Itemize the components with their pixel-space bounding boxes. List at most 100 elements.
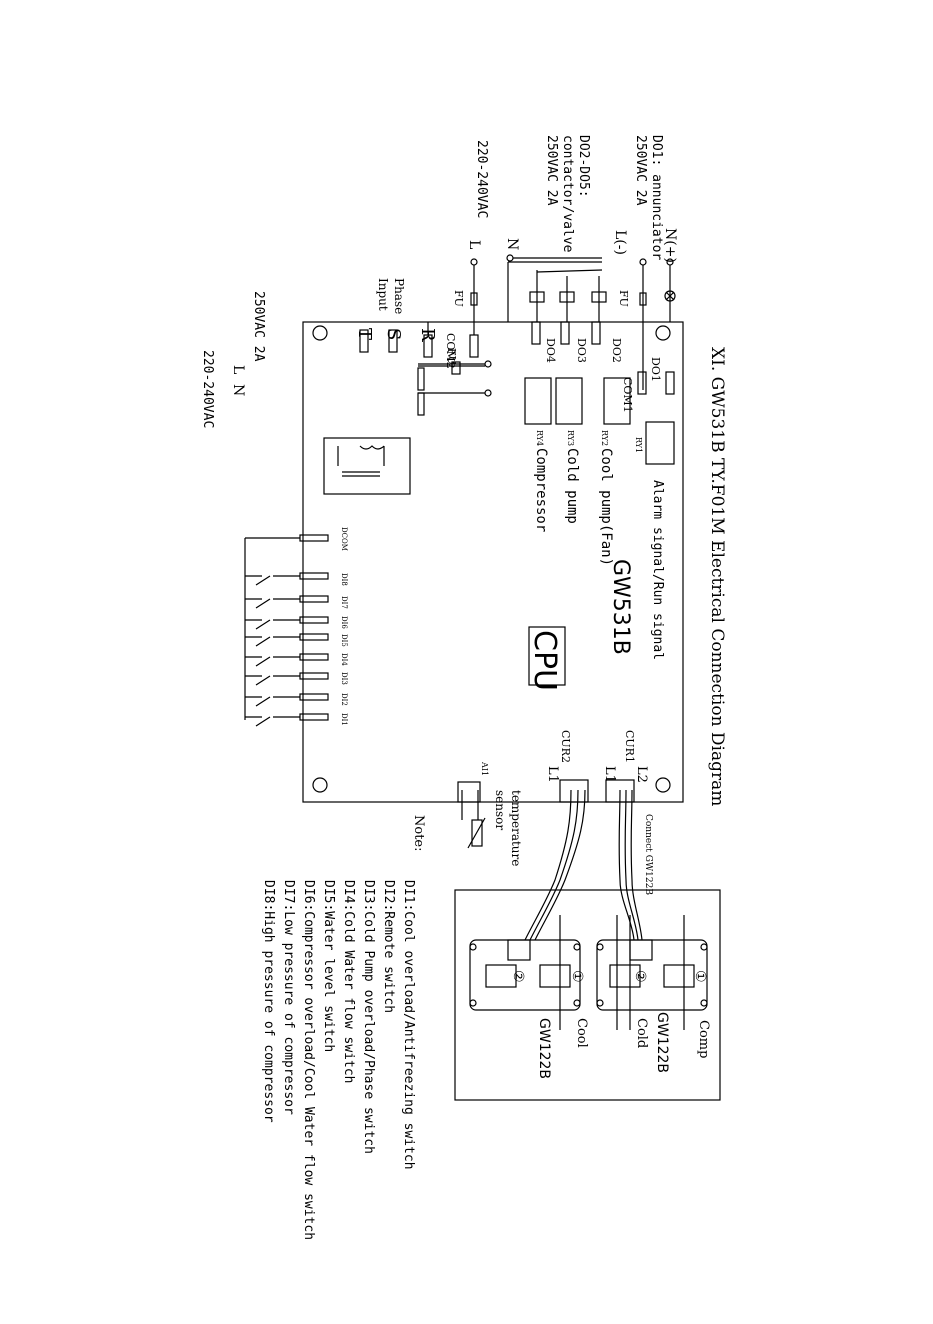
module-top-label1: Comp [696,1020,711,1058]
lamp-icon [664,290,676,302]
rotated-content: XI. GW531B TY.F01M Electrical Connection… [200,135,727,1240]
note-item: DI3:Cold Pump overload/Phase switch [361,880,376,1154]
phase-t: T [354,328,375,340]
do25-rating: 250VAC 2A [544,135,559,206]
n-label: N [504,238,520,250]
ai1-label: AI1 [480,761,489,776]
diagram-title: XI. GW531B TY.F01M Electrical Connection… [707,347,727,806]
l1-label: L1 [602,766,617,783]
fuse [451,361,461,375]
di7-label: DI7 [340,596,348,609]
relay-cold [555,377,583,425]
dcom-label: DCOM [340,527,348,551]
alarm-relay-label: RY1 [634,437,643,453]
di8-label: DI8 [340,573,348,586]
cur2-label: CUR2 [559,730,572,763]
relay-fan [603,377,631,425]
fan-relay-label: RY2 [600,430,609,446]
phase-fu: FU [445,348,458,365]
terminal-com1 [637,371,647,395]
terminal-s [388,329,398,353]
ai1-connector [457,781,481,803]
mount-hole [655,777,671,793]
phase-r: R [417,328,438,342]
fu-label: FU [452,290,465,307]
l-minus-label: L(-) [612,230,628,255]
terminal-do2 [591,321,601,345]
board-model: GW531B [608,559,633,655]
terminal-t [359,329,369,353]
cold-relay-label: RY3 [566,430,575,446]
do2-label: DO2 [610,338,623,363]
transformer [323,437,411,495]
note-item: DI4:Cold Water flow switch [341,880,356,1084]
mount-hole [312,325,328,341]
connect-label: Connect GW122B [643,814,653,895]
module-top-name: GW122B [654,1012,670,1073]
phase-label2: Input [376,278,390,311]
n-plus-label: N(+) [662,228,678,263]
cold-label: Cold pump [564,448,580,524]
note-item: DI8:High pressure of compressor [261,880,276,1123]
comp-label: Compressor [533,448,549,532]
relay-coil [591,291,607,303]
di1-label: DI1 [340,713,348,726]
module-two: ② [632,970,648,983]
cpu-chip [528,626,566,686]
sensor-label: temperature [509,790,523,866]
module-one: ① [569,970,585,983]
mount-hole [655,325,671,341]
phase-n: N [230,384,246,396]
l1-label: L1 [545,766,560,783]
phase-label: Phase [392,278,406,314]
l-label: L [466,240,482,249]
sensor-label2: sensor [493,790,507,830]
di2-label: DI2 [340,693,348,706]
phase-supply: 220-240VAC [200,350,215,428]
com2-label: COM2 [444,333,457,369]
l2-label: L2 [634,766,649,783]
relay-coil [559,291,575,303]
cur2-connector [559,779,589,803]
notes-heading: Note: [411,815,426,852]
do3-label: DO3 [575,338,588,363]
alarm-label: Alarm signal/Run signal [650,480,665,660]
module-two: ② [510,970,526,983]
phase-s: S [383,328,404,340]
di6-label: DI6 [340,616,348,629]
di4-label: DI4 [340,653,348,666]
note-item: DI6:Compressor overload/Cool Water flow … [301,880,316,1240]
phase-l: L [230,365,246,374]
module-bottom-name: GW122B [536,1018,552,1079]
mount-hole [312,777,328,793]
terminal-com2 [469,334,479,358]
supply-label: 220-240VAC [474,140,489,218]
phase-rating: 250VAC 2A [251,291,266,362]
relay-coil [529,291,545,303]
note-item: DI5:Water level switch [321,880,336,1052]
di3-label: DI3 [340,672,348,685]
fan-label: Cool pump(Fan) [598,448,614,566]
note-item: DI7:Low pressure of compressor [281,880,296,1115]
terminal-do1 [665,371,675,395]
relay-alarm [645,421,675,465]
gw122b-frame [454,889,721,1101]
temperature-sensor-icon [471,819,483,847]
fuse [639,292,647,306]
cpu-label: CPU [527,630,562,691]
relay-comp [524,377,552,425]
module-one: ① [692,970,708,983]
do4-label: DO4 [544,338,557,363]
module-bottom-label: Cool [574,1018,589,1048]
com1-label: COM1 [621,377,634,413]
do1-label: DO1 [649,357,662,382]
note-item: DI1:Cool overload/Antifreezing switch [401,880,416,1170]
di5-label: DI5 [340,634,348,647]
module-top-label2: Cold [634,1018,649,1048]
cur1-label: CUR1 [623,730,636,763]
terminal-do4 [531,321,541,345]
terminal-do3 [560,321,570,345]
note-item: DI2:Remote switch [381,880,396,1013]
do25-note: DO2-DO5: [576,135,591,198]
